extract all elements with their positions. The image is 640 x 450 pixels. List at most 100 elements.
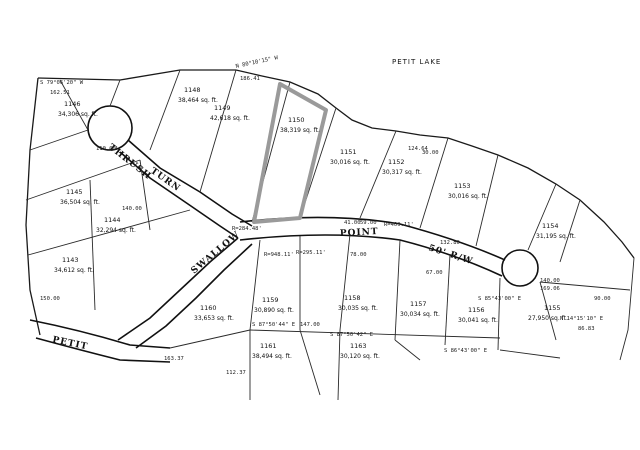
distance-label: 147.00	[300, 322, 320, 328]
radius-label: R=948.11'	[264, 252, 294, 258]
distance-label: 169.06	[540, 286, 560, 292]
lot-line	[249, 329, 501, 339]
point-cul-de-sac	[501, 249, 539, 287]
lot-line	[539, 281, 557, 341]
svg-text:30,016 sq. ft.: 30,016 sq. ft.	[448, 193, 488, 200]
lot-line	[444, 253, 451, 346]
bearing-label: S 85°43'00" E	[478, 296, 521, 302]
swallow-road-west	[117, 237, 239, 341]
distance-label: 78.00	[350, 252, 367, 258]
distance-label: 140.00	[540, 278, 560, 284]
lot-label-1159: 1159 30,890 sq. ft.	[254, 296, 294, 314]
lot-line	[394, 239, 401, 341]
svg-text:1159: 1159	[262, 296, 279, 304]
distance-label: 59.00	[360, 220, 377, 226]
svg-text:30,041 sq. ft.: 30,041 sq. ft.	[458, 317, 498, 324]
svg-text:33,653 sq. ft.: 33,653 sq. ft.	[194, 315, 234, 322]
svg-text:1153: 1153	[454, 182, 471, 190]
distance-label: 67.00	[426, 270, 443, 276]
distance-label: 140.00	[122, 206, 142, 212]
svg-text:1152: 1152	[388, 158, 405, 166]
road-label-point: POINT	[340, 227, 379, 239]
bearing-label: S 87°50'44" E	[252, 322, 295, 328]
svg-text:1161: 1161	[260, 342, 277, 350]
distance-label: 112.37	[226, 370, 246, 376]
thrush-turn-road-north	[127, 139, 253, 227]
svg-text:30,120 sq. ft.: 30,120 sq. ft.	[340, 353, 380, 360]
svg-text:38,464 sq. ft.: 38,464 sq. ft.	[178, 97, 218, 104]
svg-text:1151: 1151	[340, 148, 357, 156]
lot-line	[89, 179, 96, 311]
lot-label-1153: 1153 30,016 sq. ft.	[448, 182, 488, 200]
svg-text:34,306 sq. ft.: 34,306 sq. ft.	[58, 111, 98, 118]
lot-line	[29, 129, 89, 151]
distance-label: 110.00	[96, 146, 116, 152]
svg-text:1146: 1146	[64, 100, 81, 108]
svg-text:1150: 1150	[288, 116, 305, 124]
svg-text:30,016 sq. ft.: 30,016 sq. ft.	[330, 159, 370, 166]
svg-text:1143: 1143	[62, 256, 79, 264]
highlighted-parcel-1150	[252, 82, 328, 224]
lot-line	[499, 349, 561, 359]
lot-line	[25, 159, 141, 201]
lot-label-1146: 1146 34,306 sq. ft.	[58, 100, 98, 118]
lot-label-1149: 1149 42,618 sq. ft.	[210, 104, 250, 122]
svg-text:1158: 1158	[344, 294, 361, 302]
svg-text:42,618 sq. ft.: 42,618 sq. ft.	[210, 115, 250, 122]
west-boundary	[25, 77, 41, 336]
svg-text:38,319 sq. ft.: 38,319 sq. ft.	[280, 127, 320, 134]
petit-road-north	[29, 319, 171, 349]
svg-text:38,494 sq. ft.: 38,494 sq. ft.	[252, 353, 292, 360]
svg-text:1156: 1156	[468, 306, 485, 314]
lot-line	[359, 130, 397, 219]
svg-text:27,950 sq. ft.: 27,950 sq. ft.	[528, 315, 568, 322]
lot-line	[559, 199, 581, 263]
lot-line	[199, 69, 237, 193]
lake-label: PETIT LAKE	[392, 58, 441, 66]
svg-text:30,317 sq. ft.: 30,317 sq. ft.	[382, 169, 422, 176]
point-road-south	[239, 234, 503, 277]
lot-label-1157: 1157 30,034 sq. ft.	[400, 300, 440, 318]
bearing-label: N 14°15'10" E	[560, 316, 603, 322]
petit-road-south	[35, 337, 171, 363]
lot-label-1143: 1143 34,612 sq. ft.	[54, 256, 94, 274]
bearing-label: S 79°06'20" W	[40, 80, 84, 86]
distance-label: 86.83	[578, 326, 595, 332]
distance-label: 124.64	[408, 146, 429, 152]
svg-text:1155: 1155	[544, 304, 561, 312]
lot-label-1144: 1144 32,294 sq. ft.	[96, 216, 136, 234]
lot-line	[139, 159, 151, 231]
svg-text:36,504 sq. ft.: 36,504 sq. ft.	[60, 199, 100, 206]
lot-label-1161: 1161 38,494 sq. ft.	[252, 342, 292, 360]
svg-text:1163: 1163	[350, 342, 367, 350]
lot-line	[109, 79, 121, 107]
svg-text:1157: 1157	[410, 300, 427, 308]
lot-line	[27, 209, 191, 256]
lot-label-1152: 1152 30,317 sq. ft.	[382, 158, 422, 176]
lot-line	[299, 329, 321, 396]
distance-label: 132.80	[440, 240, 460, 246]
svg-text:30,034 sq. ft.: 30,034 sq. ft.	[400, 311, 440, 318]
lot-label-1155: 1155 27,950 sq. ft.	[528, 304, 568, 322]
lot-label-1145: 1145 36,504 sq. ft.	[60, 188, 100, 206]
east-boundary	[619, 257, 635, 361]
svg-text:1154: 1154	[542, 222, 559, 230]
svg-text:1149: 1149	[214, 104, 231, 112]
lot-label-1151: 1151 30,016 sq. ft.	[330, 148, 370, 166]
lot-line	[249, 239, 261, 400]
road-label-row: 50' R/W	[427, 243, 474, 267]
lot-line	[59, 79, 89, 131]
road-label-petit: PETIT	[51, 335, 89, 352]
lot-line	[394, 339, 421, 361]
svg-text:1145: 1145	[66, 188, 83, 196]
distance-label: 150.00	[40, 296, 60, 302]
radius-label: R=409.11'	[384, 222, 414, 228]
svg-text:32,294 sq. ft.: 32,294 sq. ft.	[96, 227, 136, 234]
bearing-label: N 80°10'15" W	[235, 55, 279, 70]
lot-label-1148: 1148 38,464 sq. ft.	[178, 86, 218, 104]
distance-label: 30.00	[422, 150, 439, 156]
svg-text:1144: 1144	[104, 216, 121, 224]
distance-label: 162.51	[50, 90, 70, 96]
svg-text:31,195 sq. ft.: 31,195 sq. ft.	[536, 233, 576, 240]
